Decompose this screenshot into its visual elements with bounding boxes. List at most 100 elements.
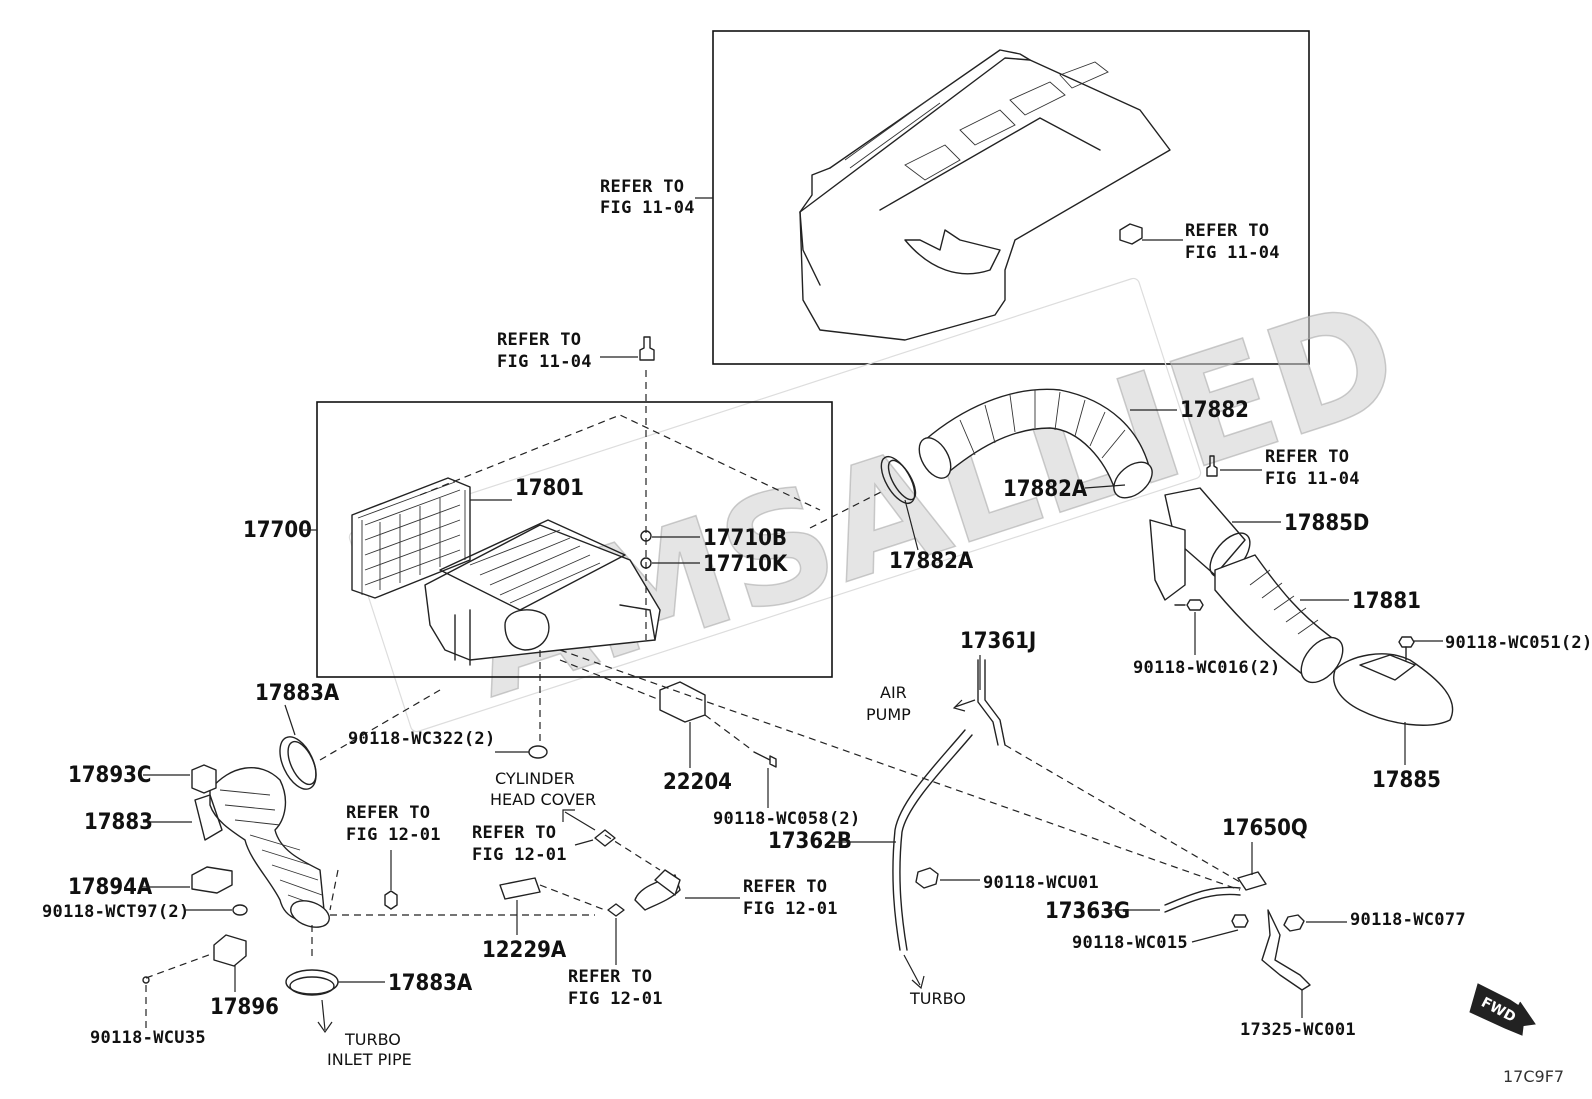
stud-duct-icon [1206, 455, 1218, 477]
label-17896: 17896 [210, 995, 279, 1020]
sensor-22204-group: 22204 90118-WC058(2) [559, 659, 861, 829]
hose-12-01-end-icon [654, 869, 681, 896]
ref-12-01-d-line2: FIG 12-01 [743, 899, 838, 919]
intake-duct-group: 17882 17882A 17882A 17885D 17881 17885 [809, 388, 1592, 793]
note-air-pump-line1: AIR [880, 683, 907, 702]
air-cleaner-group: 17700 17801 17710B 17710K [243, 370, 833, 745]
ref-cover-left-line1: REFER TO [600, 177, 684, 197]
bolt-WCU35-icon [142, 976, 150, 984]
air-cleaner-housing-icon [424, 519, 661, 666]
label-17885D: 17885D [1284, 511, 1369, 536]
engine-cover-icon [799, 49, 1171, 341]
ref-12-01-c-line2: FIG 12-01 [568, 989, 663, 1009]
label-90118-WCU35: 90118-WCU35 [90, 1028, 206, 1048]
screw-WC058-icon [753, 751, 777, 768]
ref-12-01-b-leader [574, 839, 594, 846]
arrow-turbo [903, 954, 921, 986]
note-turbo-inlet-line2: INLET PIPE [327, 1050, 412, 1069]
label-90118-WCT97: 90118-WCT97(2) [42, 902, 190, 922]
label-17881: 17881 [1352, 589, 1421, 614]
pipe-17362B-icon [892, 729, 966, 951]
label-17710K: 17710K [703, 552, 788, 577]
pipe-17363G-icon [1164, 886, 1241, 906]
pipe-17361J-icon [984, 659, 1006, 746]
intake-hose-17882-icon [918, 388, 1153, 499]
explode-lines-breather [539, 834, 661, 911]
label-17801: 17801 [515, 476, 584, 501]
ref-12-01-d-line1: REFER TO [743, 877, 827, 897]
clip-bottom-icon [607, 903, 625, 917]
bolt-WCT97-icon [232, 904, 248, 916]
note-turbo: TURBO [909, 989, 966, 1008]
ref-stud-line1: REFER TO [497, 330, 581, 350]
stud-top-group: REFER TO FIG 11-04 [497, 330, 655, 372]
ref-12-01-a-line2: FIG 12-01 [346, 825, 441, 845]
leader-17882A-mid [1084, 484, 1126, 489]
ref-cover-nut-line2: FIG 11-04 [1185, 243, 1280, 263]
arrowhead-turbo-inlet [317, 1021, 333, 1034]
hose-17883-icon [194, 766, 330, 928]
label-22204: 22204 [663, 770, 732, 795]
note-cyl-head-line1: CYLINDER [495, 769, 575, 788]
explode-line-1 [419, 414, 821, 511]
label-90118-WC322: 90118-WC322(2) [348, 729, 496, 749]
clamp-17883A-bottom-icon [285, 969, 339, 996]
label-17894A: 17894A [68, 875, 153, 900]
clip-top-icon [594, 829, 616, 847]
valve-17650Q-icon [1237, 871, 1267, 891]
arrowhead-air-pump [952, 699, 966, 712]
bolt-WC015-icon [1231, 914, 1249, 928]
arrow-turbo-inlet [321, 999, 326, 1031]
bracket-17325-icon [1261, 909, 1311, 991]
label-90118-WC058: 90118-WC058(2) [713, 809, 861, 829]
nut-WC077-icon [1283, 914, 1305, 932]
arrow-cyl-head [564, 811, 596, 831]
duct-17885D-icon [1149, 487, 1251, 601]
clip-left-icon [384, 890, 398, 910]
label-90118-WC016: 90118-WC016(2) [1133, 658, 1281, 678]
label-17363G: 17363G [1045, 899, 1130, 924]
pipe-17361J-outline [977, 659, 999, 746]
bracket-17896-icon [213, 934, 247, 967]
label-17650Q: 17650Q [1222, 816, 1308, 841]
stud-icon [639, 336, 655, 361]
label-12229A: 12229A [482, 938, 567, 963]
explode-line-22204 [559, 659, 661, 701]
explode-line-long-1 [559, 649, 1241, 891]
turbo-hose-group: 17883A 17883 17893C 17894A 90118-WCT97(2… [42, 681, 595, 1069]
label-90118-WC077: 90118-WC077 [1350, 910, 1466, 930]
label-17882A-mid: 17882A [1003, 477, 1088, 502]
pipe-17363G-outline [1164, 893, 1241, 913]
label-17882: 17882 [1180, 398, 1249, 423]
explode-line-WC058 [704, 714, 753, 751]
ref-12-01-a-line1: REFER TO [346, 803, 430, 823]
part-17894A-icon [191, 866, 233, 894]
clamp-17883A-top-icon [279, 736, 317, 790]
bolt-WC016-icon [1174, 599, 1204, 611]
label-17710B: 17710B [703, 526, 787, 551]
leader-17883A-top [284, 704, 296, 736]
pipe-12229A-icon [499, 877, 541, 900]
watermark-frame [348, 277, 1202, 733]
label-17882A-bottom: 17882A [889, 549, 974, 574]
cap-17893C-icon [191, 764, 217, 794]
label-17361J: 17361J [960, 629, 1036, 654]
air-filter-icon [351, 477, 471, 599]
note-cyl-head-line2: HEAD COVER [490, 790, 596, 809]
bolt-WC051-icon [1398, 636, 1415, 661]
grommet-WC322-icon [528, 745, 548, 759]
ref-duct-line1: REFER TO [1265, 447, 1349, 467]
arrow-air-pump [954, 699, 976, 708]
label-90118-WC015: 90118-WC015 [1072, 933, 1188, 953]
label-17883: 17883 [84, 810, 153, 835]
arrowhead-turbo [911, 975, 925, 990]
leader-90118-WC015 [1191, 929, 1239, 943]
ref-12-01-b-line2: FIG 12-01 [472, 845, 567, 865]
figure-code: 17C9F7 [1503, 1067, 1564, 1086]
label-90118-WCU01: 90118-WCU01 [983, 873, 1099, 893]
leader-90118-WCU35 [145, 952, 215, 1028]
air-pump-group: 17361J AIR PUMP 17362B TURBO 90118-WCU01… [559, 629, 1466, 1040]
note-air-pump-line2: PUMP [866, 705, 911, 724]
fwd-arrow-icon: FWD [1469, 983, 1536, 1036]
